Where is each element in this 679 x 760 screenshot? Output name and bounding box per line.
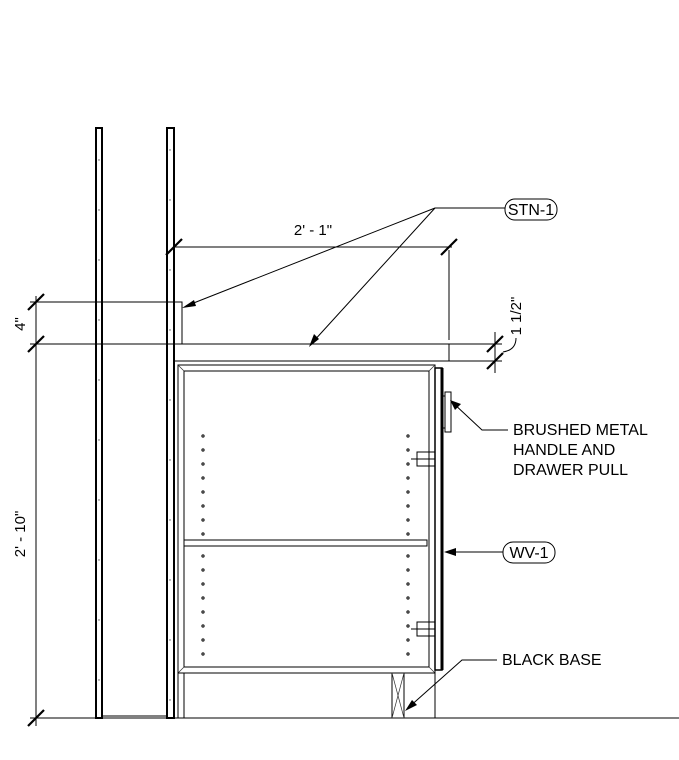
wv1-tag-label: WV-1 (509, 545, 548, 562)
shelf-pin-holes-left (201, 434, 205, 656)
handle-note-line2: HANDLE AND (513, 442, 615, 459)
handle-note-line1: BRUSHED METAL (513, 422, 648, 439)
stn1-leader (182, 207, 505, 347)
wv1-tag: WV-1 (502, 541, 556, 564)
countertop (173, 343, 450, 362)
dimension-label-counter-height: 2' - 10" (12, 511, 29, 558)
wv1-leader (444, 548, 503, 556)
dimension-counter-depth: 2' - 1" (165, 222, 458, 340)
dimension-countertop-thickness: 1 1/2" (449, 297, 525, 373)
backsplash (173, 301, 183, 345)
base-note: BLACK BASE (502, 652, 602, 669)
handle-note-line3: DRAWER PULL (513, 462, 628, 479)
cabinet-shelf (183, 539, 428, 547)
stn1-tag-label: STN-1 (508, 202, 554, 219)
cabinet-box (177, 364, 436, 674)
door-handle (442, 391, 452, 433)
handle-leader (450, 400, 508, 431)
wall-section (95, 127, 175, 719)
dimension-label-backsplash-height: 4" (12, 317, 29, 331)
toe-kick-base (177, 672, 436, 719)
shelf-pin-holes-right (406, 434, 410, 656)
wall-stipple (98, 149, 171, 701)
stn1-tag: STN-1 (504, 198, 558, 221)
dimension-label-countertop-thickness: 1 1/2" (508, 297, 525, 336)
base-leader (405, 659, 497, 711)
dimension-backsplash-height: 4" (12, 293, 180, 353)
dimension-label-counter-depth: 2' - 1" (294, 222, 332, 239)
dimension-counter-height: 2' - 10" (12, 350, 45, 727)
hinge-upper (411, 451, 436, 467)
hinge-lower (411, 621, 436, 637)
